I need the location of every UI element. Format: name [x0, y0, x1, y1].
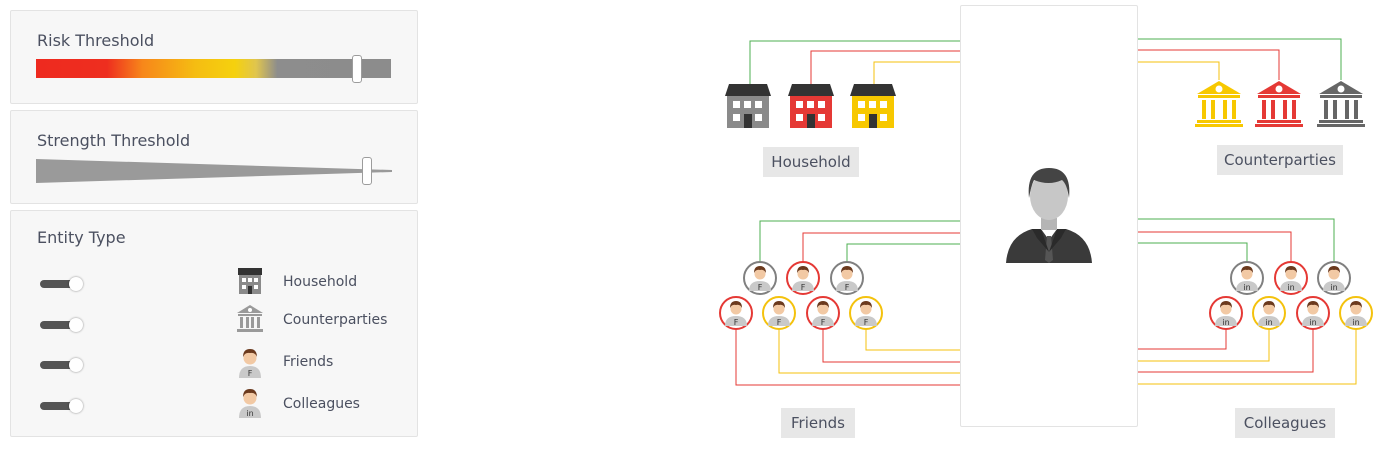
svg-text:F: F	[845, 283, 850, 292]
colleague-node[interactable]: in	[1230, 261, 1264, 295]
legend-label-household: Household	[283, 274, 358, 290]
colleague-node[interactable]: in	[1317, 261, 1351, 295]
legend-label-colleagues: Colleagues	[283, 396, 360, 412]
friend-avatar-icon: F	[239, 349, 261, 378]
colleague-node[interactable]: in	[1296, 296, 1330, 330]
friend-node[interactable]: F	[806, 296, 840, 330]
svg-text:in: in	[1309, 318, 1316, 327]
svg-text:in: in	[1265, 318, 1272, 327]
counterparties-group-label: Counterparties	[1217, 145, 1343, 175]
colleague-node[interactable]: in	[1274, 261, 1308, 295]
entity-type-title: Entity Type	[37, 228, 126, 247]
friend-node[interactable]: F	[786, 261, 820, 295]
risk-threshold-handle[interactable]	[352, 55, 362, 83]
friend-node[interactable]: F	[762, 296, 796, 330]
house-icon-gray[interactable]	[725, 82, 771, 128]
svg-text:in: in	[1330, 283, 1337, 292]
svg-text:in: in	[1352, 318, 1359, 327]
svg-text:F: F	[864, 318, 869, 327]
toggle-colleagues[interactable]	[40, 399, 84, 413]
svg-text:F: F	[777, 318, 782, 327]
toggle-friends[interactable]	[40, 358, 84, 372]
svg-text:F: F	[821, 318, 826, 327]
colleague-node[interactable]: in	[1209, 296, 1243, 330]
house-icon-red[interactable]	[788, 82, 834, 128]
legend-label-counterparties: Counterparties	[283, 312, 388, 328]
toggle-household[interactable]	[40, 277, 84, 291]
svg-text:F: F	[758, 283, 763, 292]
friend-avatar-badge: F	[248, 369, 253, 378]
friends-group-label: Friends	[781, 408, 855, 438]
svg-text:in: in	[1243, 283, 1250, 292]
strength-threshold-title: Strength Threshold	[37, 131, 191, 150]
friend-node[interactable]: F	[830, 261, 864, 295]
bank-icon-red[interactable]	[1254, 80, 1304, 128]
svg-text:F: F	[734, 318, 739, 327]
bank-icon-yellow[interactable]	[1194, 80, 1244, 128]
legend-label-friends: Friends	[283, 354, 334, 370]
household-group-label: Household	[763, 147, 859, 177]
svg-text:in: in	[1222, 318, 1229, 327]
house-icon	[238, 268, 262, 294]
bank-icon-gray[interactable]	[1316, 80, 1366, 128]
toggle-counterparties[interactable]	[40, 318, 84, 332]
businessman-icon[interactable]	[1004, 166, 1094, 264]
friend-node[interactable]: F	[743, 261, 777, 295]
strength-threshold-track[interactable]	[36, 159, 392, 183]
colleague-node[interactable]: in	[1252, 296, 1286, 330]
bank-icon	[237, 305, 263, 332]
risk-threshold-title: Risk Threshold	[37, 31, 155, 50]
risk-threshold-track[interactable]	[36, 59, 391, 78]
friend-node[interactable]: F	[719, 296, 753, 330]
colleague-avatar-badge: in	[246, 409, 253, 418]
friend-node[interactable]: F	[849, 296, 883, 330]
entity-type-panel: Entity Type Household Counterparties F F…	[10, 210, 418, 437]
strength-threshold-handle[interactable]	[362, 157, 372, 185]
svg-text:F: F	[801, 283, 806, 292]
colleague-node[interactable]: in	[1339, 296, 1373, 330]
risk-threshold-panel: Risk Threshold	[10, 10, 418, 104]
strength-threshold-panel: Strength Threshold	[10, 110, 418, 204]
colleagues-group-label: Colleagues	[1235, 408, 1335, 438]
colleague-avatar-icon: in	[239, 389, 261, 418]
house-icon-yellow[interactable]	[850, 82, 896, 128]
svg-text:in: in	[1287, 283, 1294, 292]
